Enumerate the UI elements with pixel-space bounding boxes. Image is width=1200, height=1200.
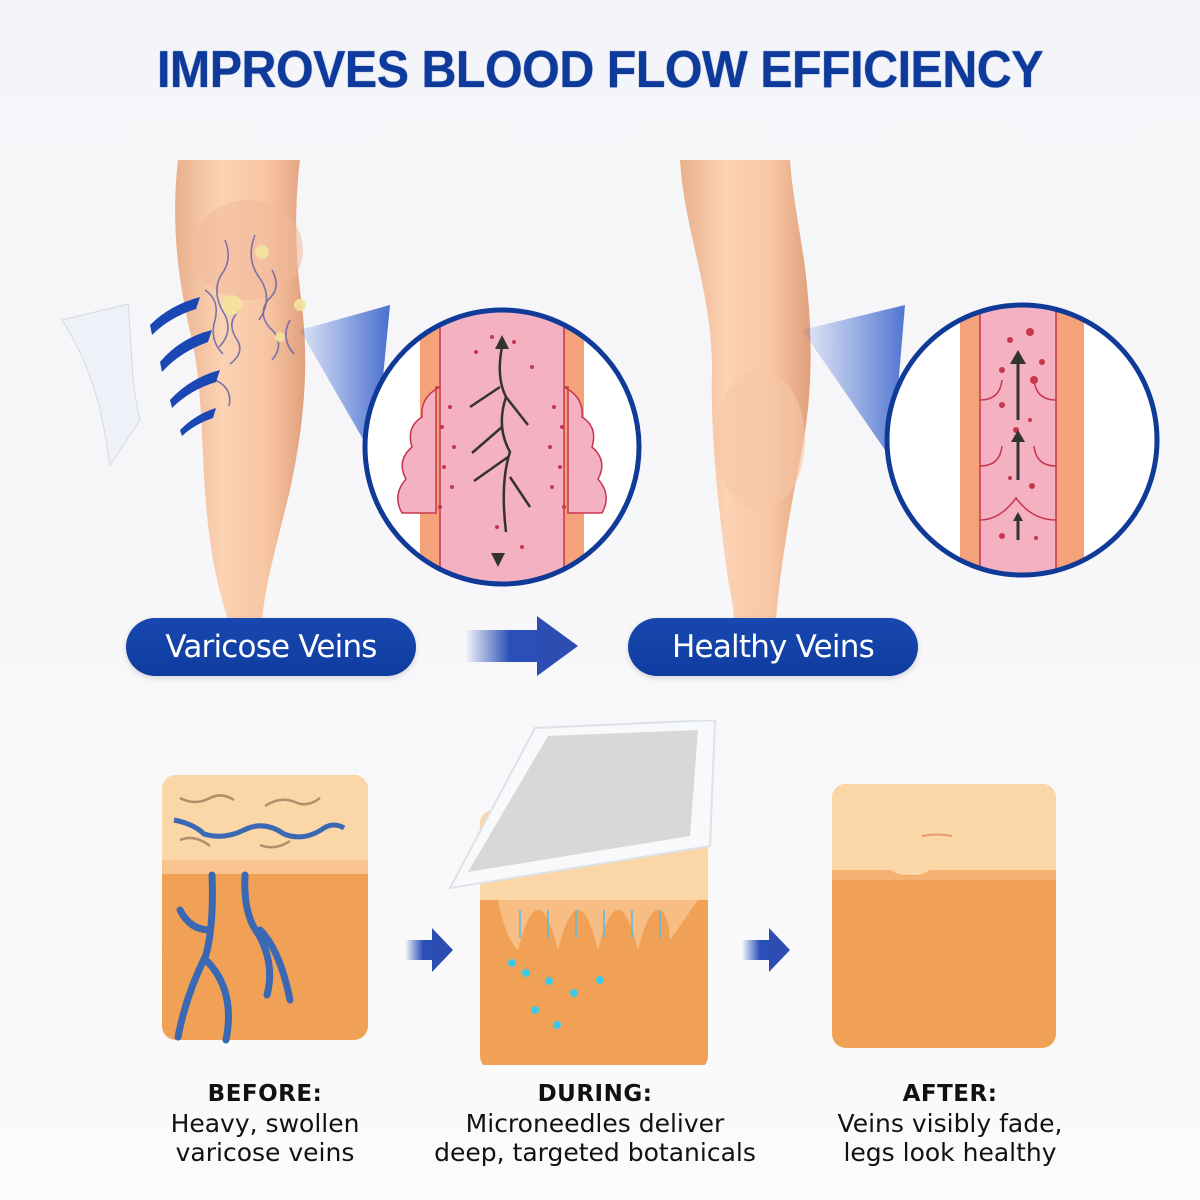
step-arrow-icon	[742, 928, 790, 972]
before-caption: BEFORE: Heavy, swollen varicose veins	[130, 1080, 400, 1167]
after-skin-panel	[832, 784, 1056, 1048]
patch-icon	[61, 303, 141, 467]
before-skin-panel	[162, 775, 368, 1044]
varicose-leg	[175, 160, 306, 620]
after-caption: AFTER: Veins visibly fade, legs look hea…	[810, 1080, 1090, 1167]
during-line1: Microneedles deliver	[465, 1109, 725, 1138]
before-line1: Heavy, swollen	[170, 1109, 360, 1138]
during-heading: DURING:	[537, 1081, 653, 1107]
healthy-veins-label: Healthy Veins	[628, 618, 918, 676]
effect-waves-icon	[150, 297, 220, 436]
during-skin-panel	[448, 720, 717, 1065]
varicose-veins-label: Varicose Veins	[126, 618, 416, 676]
before-heading: BEFORE:	[207, 1081, 323, 1107]
skin-stages-illustration	[162, 720, 1056, 1065]
step-arrow-icon	[405, 928, 453, 972]
after-line2: legs look healthy	[843, 1138, 1057, 1167]
after-line1: Veins visibly fade,	[837, 1109, 1063, 1138]
during-line2: deep, targeted botanicals	[434, 1138, 756, 1167]
arrow-right-icon	[465, 616, 578, 676]
headline: IMPROVES BLOOD FLOW EFFICIENCY	[156, 41, 1044, 99]
healthy-vein-zoom-circle	[884, 302, 1160, 578]
healthy-leg	[680, 160, 811, 620]
before-line2: varicose veins	[175, 1138, 355, 1167]
leg-comparison-illustration	[61, 160, 1160, 620]
during-caption: DURING: Microneedles deliver deep, targe…	[410, 1080, 780, 1167]
after-heading: AFTER:	[902, 1081, 998, 1107]
